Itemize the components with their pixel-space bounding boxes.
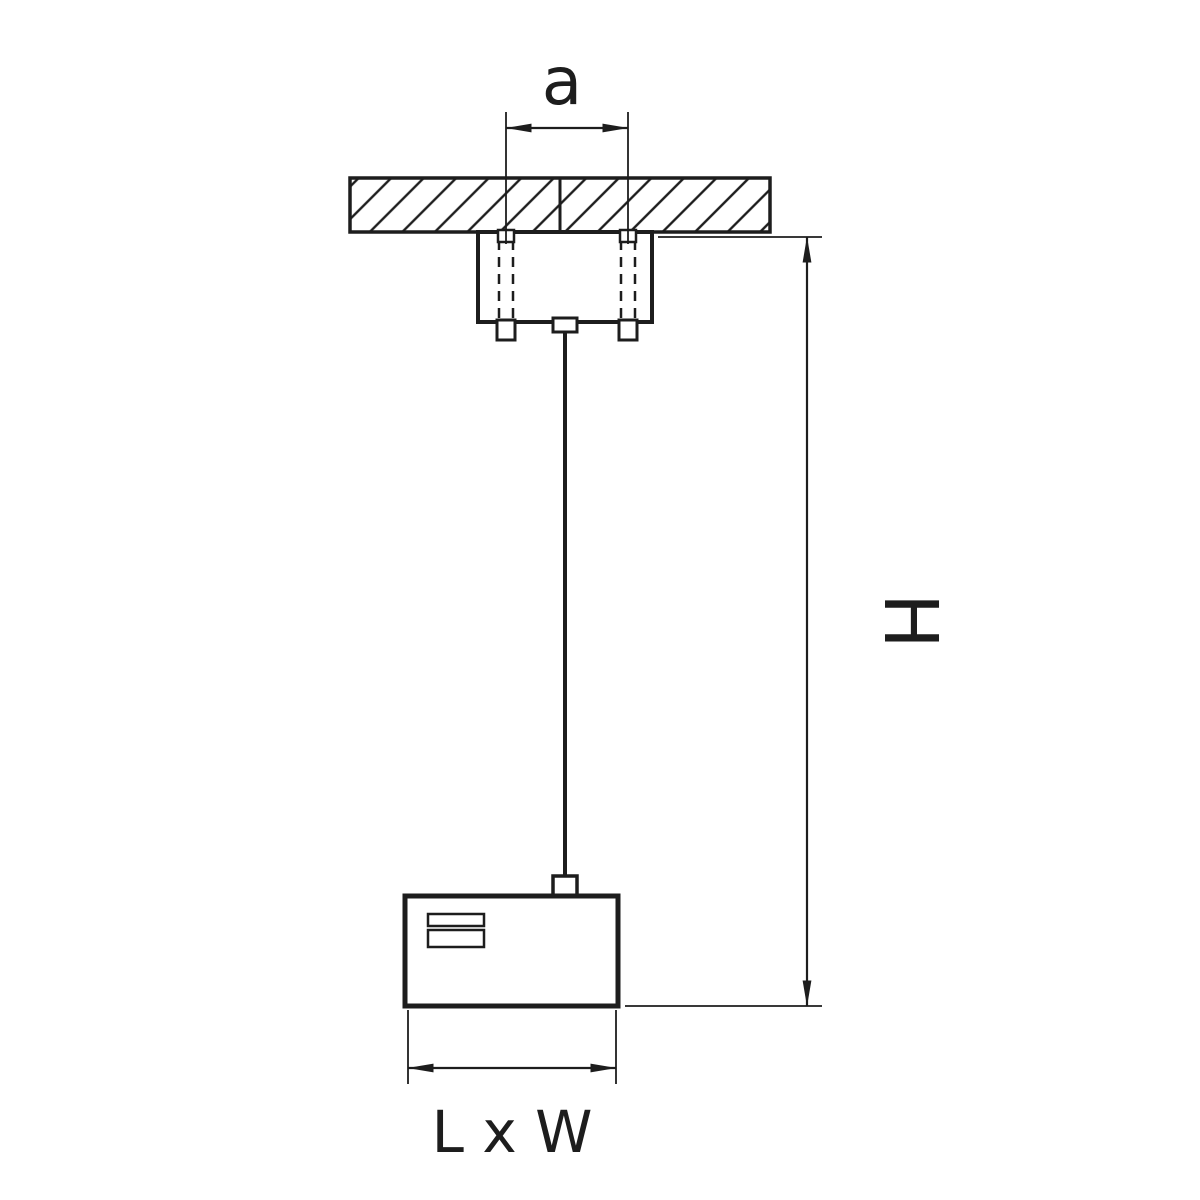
dimension-a: a: [505, 43, 629, 244]
lamp-top-connector: [551, 874, 579, 898]
lamp-label-top: [426, 912, 486, 928]
dimension-lxw-label: L x W: [432, 1098, 593, 1166]
lamp-body: [402, 893, 621, 1009]
dimension-h: H: [625, 236, 953, 1007]
right-screw-foot: [617, 318, 639, 342]
cable-gland: [551, 316, 579, 334]
mounting-canopy: [476, 228, 654, 342]
left-screw-foot: [495, 318, 517, 342]
dimension-lxw: L x W: [407, 1010, 617, 1166]
dimension-a-label: a: [542, 43, 582, 120]
lamp-label-bottom: [426, 928, 486, 949]
dimension-h-label: H: [867, 593, 953, 649]
ceiling-slab: [348, 176, 772, 234]
